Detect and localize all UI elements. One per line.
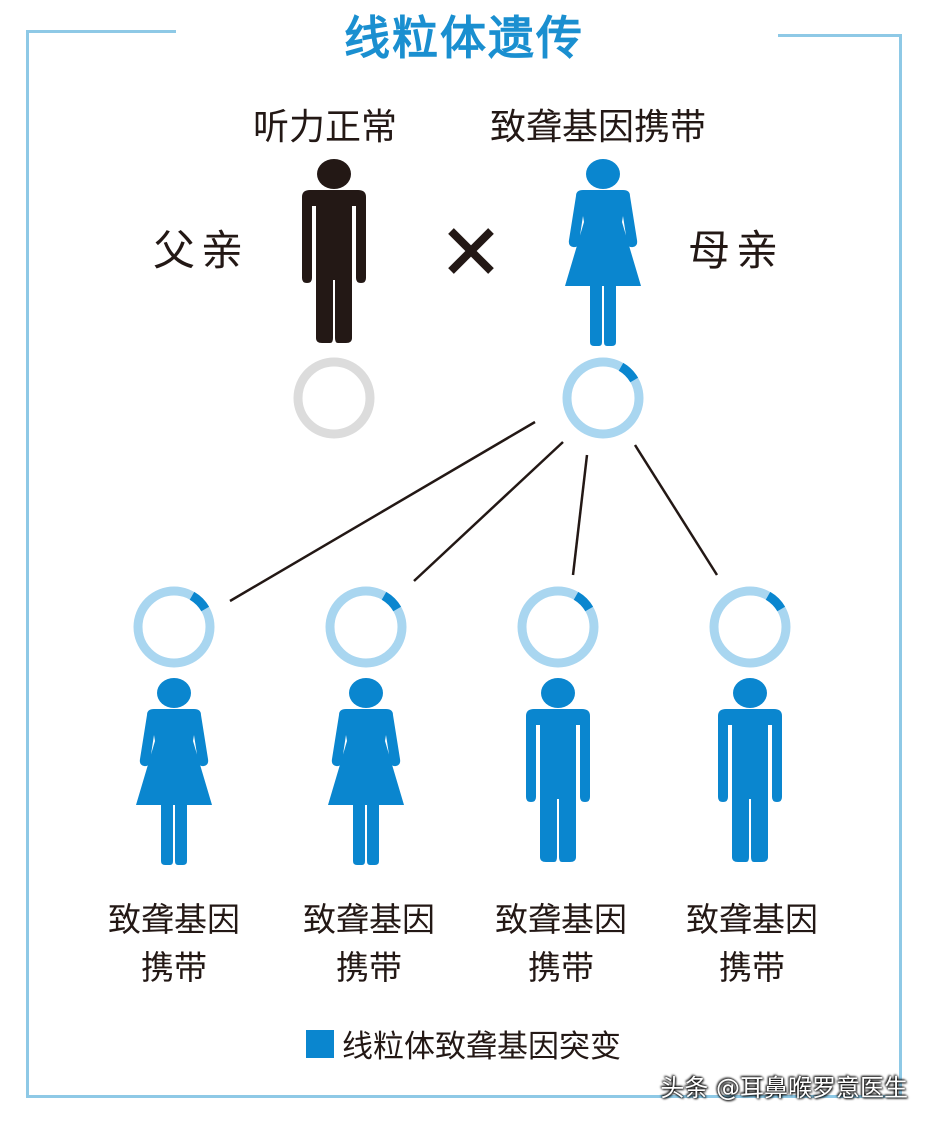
father-role: 父亲 bbox=[153, 226, 250, 275]
child-4-label-line2: 携带 bbox=[719, 948, 785, 987]
child-2-female-icon bbox=[328, 678, 404, 865]
child-2-label: 致聋基因 携带 bbox=[279, 896, 459, 992]
diagram-title: 线粒体遗传 bbox=[344, 11, 584, 65]
frame-left bbox=[26, 30, 29, 1098]
inheritance-line-1 bbox=[229, 420, 536, 603]
child-1-female-icon bbox=[136, 678, 212, 865]
father-status: 听力正常 bbox=[253, 107, 398, 148]
child-4-mitochondria-ring bbox=[709, 586, 791, 668]
child-4-male-icon bbox=[718, 678, 782, 862]
legend: 线粒体致聋基因突变 bbox=[306, 1021, 621, 1066]
father-mitochondria-ring bbox=[293, 357, 375, 439]
child-3-male-icon bbox=[526, 678, 590, 862]
child-3-label-line2: 携带 bbox=[528, 948, 594, 987]
frame-right bbox=[899, 34, 902, 1098]
child-3-label-line1: 致聋基因 bbox=[495, 900, 627, 939]
cross-icon bbox=[448, 228, 494, 274]
father-figure-icon bbox=[302, 159, 366, 343]
watermark: 头条 @耳鼻喉罗意医生 bbox=[660, 1074, 908, 1102]
legend-swatch bbox=[306, 1029, 334, 1058]
mother-mitochondria-ring bbox=[562, 357, 644, 439]
frame-top-left bbox=[26, 30, 176, 33]
child-1-label-line2: 携带 bbox=[141, 948, 207, 987]
mother-status: 致聋基因携带 bbox=[490, 107, 707, 148]
child-3-label: 致聋基因 携带 bbox=[471, 896, 651, 992]
child-2-mitochondria-ring bbox=[325, 586, 407, 668]
inheritance-line-4 bbox=[633, 444, 719, 576]
legend-label: 线粒体致聋基因突变 bbox=[342, 1029, 621, 1065]
child-1-label: 致聋基因 携带 bbox=[84, 896, 264, 992]
child-4-label: 致聋基因 携带 bbox=[662, 896, 842, 992]
inheritance-line-2 bbox=[413, 441, 564, 582]
frame-bottom bbox=[26, 1095, 902, 1098]
child-4-label-line1: 致聋基因 bbox=[686, 900, 818, 939]
inheritance-line-3 bbox=[571, 454, 589, 576]
frame-top-right bbox=[778, 34, 902, 37]
child-1-mitochondria-ring bbox=[133, 586, 215, 668]
child-2-label-line2: 携带 bbox=[336, 948, 402, 987]
child-3-mitochondria-ring bbox=[517, 586, 599, 668]
mother-figure-icon bbox=[565, 159, 641, 346]
child-1-label-line1: 致聋基因 bbox=[108, 900, 240, 939]
mother-role: 母亲 bbox=[688, 226, 785, 275]
child-2-label-line1: 致聋基因 bbox=[303, 900, 435, 939]
